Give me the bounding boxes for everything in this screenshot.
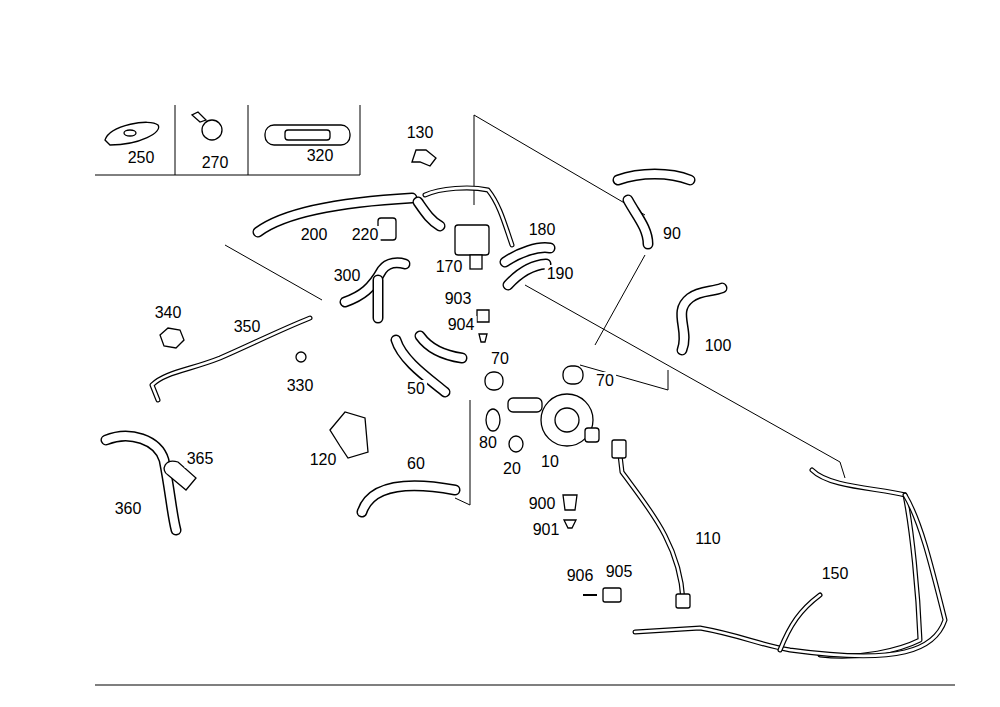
part-250 — [105, 122, 159, 145]
washer-330 — [296, 352, 306, 362]
callout-number: 190 — [545, 265, 576, 283]
callout-number: 100 — [703, 337, 734, 355]
bottom-rule — [95, 684, 955, 685]
plug-901 — [564, 520, 576, 528]
plug-900 — [563, 495, 577, 510]
callout-number: 60 — [405, 455, 427, 473]
clamp-70 — [563, 366, 583, 384]
callout-number: 200 — [299, 226, 330, 244]
leader-lines — [225, 115, 845, 505]
callout-number: 903 — [443, 290, 474, 308]
pump-inlet — [508, 398, 542, 412]
clamp-270-tab — [192, 112, 206, 122]
ring-20 — [509, 436, 523, 452]
callout-number: 90 — [661, 225, 683, 243]
callout-number: 170 — [434, 258, 465, 276]
clip-130 — [412, 150, 436, 166]
callout-number: 220 — [350, 226, 381, 244]
plug-903 — [477, 310, 489, 322]
callout-number: 250 — [126, 149, 157, 167]
clip-220 — [378, 218, 396, 240]
plug-904 — [479, 334, 487, 342]
plug-905 — [603, 588, 621, 602]
parts — [160, 150, 690, 608]
callout-number: 180 — [527, 221, 558, 239]
nut-340 — [160, 328, 184, 348]
callout-number: 904 — [446, 316, 477, 334]
callout-number: 270 — [200, 154, 231, 172]
callout-number: 365 — [185, 450, 216, 468]
callout-number: 330 — [285, 377, 316, 395]
callout-number: 300 — [332, 267, 363, 285]
callout-number: 50 — [405, 380, 427, 398]
callout-number: 901 — [531, 521, 562, 539]
valve-170 — [455, 225, 489, 255]
seal-80 — [486, 409, 500, 431]
callout-number: 10 — [539, 453, 561, 471]
part-320-slot — [285, 130, 330, 140]
callout-number: 320 — [305, 147, 336, 165]
hoses — [106, 174, 945, 656]
callout-number: 70 — [594, 372, 616, 390]
callout-number: 360 — [113, 500, 144, 518]
clamp-270 — [202, 120, 222, 140]
callout-number: 350 — [232, 318, 263, 336]
inset-frame — [95, 105, 360, 175]
callout-number: 20 — [501, 460, 523, 478]
callout-number: 110 — [693, 530, 723, 548]
callout-number: 130 — [405, 124, 436, 142]
callout-number: 120 — [308, 451, 339, 469]
callout-number: 150 — [820, 565, 851, 583]
part-320 — [265, 125, 350, 145]
callout-number: 340 — [153, 304, 184, 322]
part-250-hole — [124, 130, 136, 136]
callout-number: 70 — [489, 350, 511, 368]
clamp-70 — [485, 372, 503, 390]
callout-number: 905 — [604, 563, 635, 581]
callout-number: 906 — [565, 567, 596, 585]
connector-110 — [612, 440, 626, 458]
callout-number: 900 — [527, 495, 558, 513]
callout-number: 80 — [477, 434, 499, 452]
